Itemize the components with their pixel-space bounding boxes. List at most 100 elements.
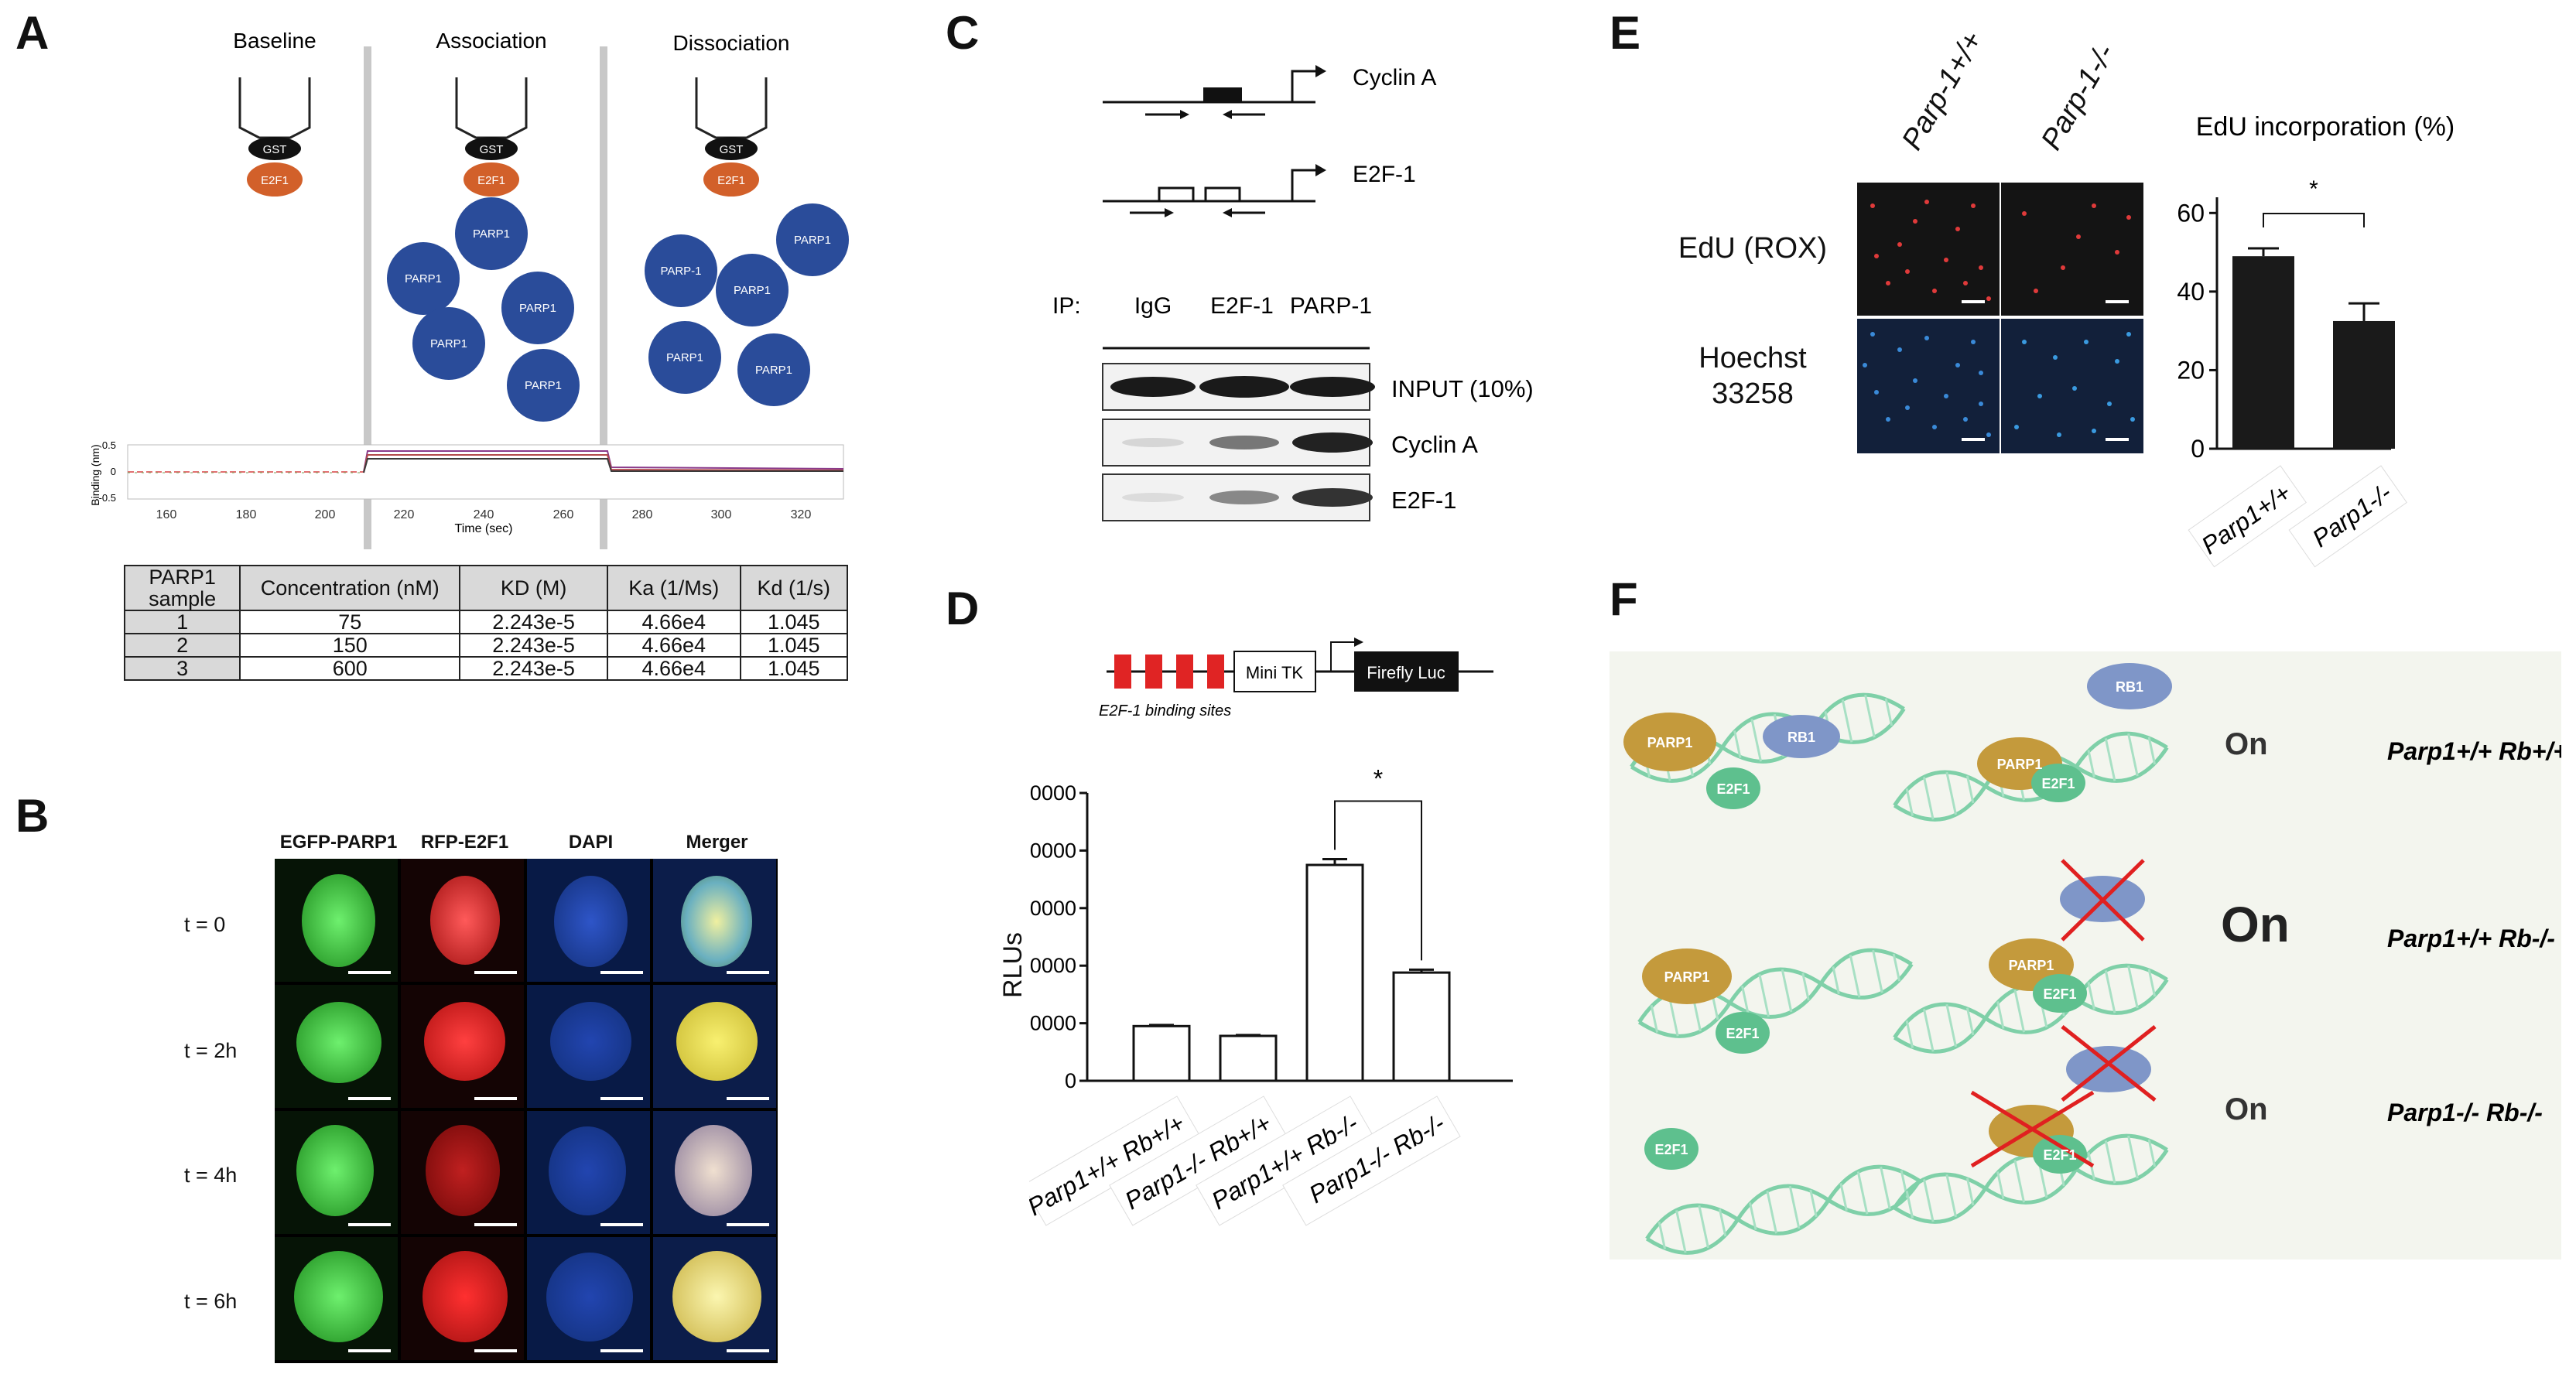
svg-text:On: On	[2221, 897, 2290, 952]
svg-text:Cyclin A: Cyclin A	[1391, 431, 1478, 458]
svg-text:PARP1: PARP1	[2009, 958, 2054, 973]
microscopy-grid	[275, 859, 778, 1363]
svg-text:PARP1: PARP1	[1647, 735, 1693, 750]
table-cell: 1	[123, 610, 241, 634]
panel-label-c: C	[946, 7, 980, 59]
table-cell: 1.045	[739, 633, 849, 658]
col-merger: Merger	[686, 832, 748, 853]
bar	[1392, 971, 1451, 1082]
svg-text:RB1: RB1	[2116, 679, 2143, 695]
svg-text:E2F1: E2F1	[2043, 1147, 2076, 1163]
svg-text:PARP1: PARP1	[1664, 969, 1710, 985]
svg-text:Cyclin A: Cyclin A	[1353, 65, 1436, 91]
svg-text:E2F-1 binding sites: E2F-1 binding sites	[1099, 702, 1231, 719]
svg-text:PARP1: PARP1	[734, 284, 771, 297]
th-kd: Kd (1/s)	[739, 565, 849, 611]
th-kd-m: KD (M)	[459, 565, 608, 611]
biosensor-baseline	[238, 77, 311, 139]
blot-cyclin-a	[1102, 419, 1373, 467]
svg-text:PARP1: PARP1	[525, 379, 562, 392]
bar	[2232, 256, 2294, 449]
model-diagram: PARP1 RB1 E2F1 PARP1 E2F1 E2F1 RB1 PARP1…	[1623, 663, 2561, 1260]
rlu-bar-chart: 0100000200000300000400000500000Parp1+/+ …	[1029, 765, 1513, 1226]
category-label: Parp1+/+	[2188, 465, 2307, 568]
row-t0: t = 0	[184, 913, 226, 936]
edu-bar-chart: EdU incorporation (%)0204060Parp1+/+Parp…	[2177, 112, 2455, 568]
svg-text:E2F1: E2F1	[2043, 986, 2076, 1002]
svg-text:E2F1: E2F1	[1716, 781, 1750, 797]
svg-text:PARP-1: PARP-1	[1290, 293, 1372, 319]
phase-dissociation: Dissociation	[673, 31, 790, 55]
svg-text:E2F1: E2F1	[1654, 1142, 1688, 1157]
category-label: Parp1-/-	[2288, 465, 2407, 568]
svg-text:-0.5: -0.5	[99, 492, 116, 504]
panel-label-f: F	[1610, 573, 1638, 625]
genotype-parp1-wt: Parp-1+/+	[1896, 26, 1989, 156]
category-label-box	[2288, 465, 2407, 568]
row-t4h: t = 4h	[184, 1164, 238, 1187]
biosensor-dissociation	[695, 77, 768, 139]
svg-text:On: On	[2225, 727, 2268, 761]
th-concentration: Concentration (nM)	[239, 565, 461, 611]
panel-label-e: E	[1610, 7, 1641, 59]
table-cell: 2.243e-5	[459, 610, 608, 634]
svg-text:260: 260	[553, 508, 574, 521]
svg-text:IP:: IP:	[1052, 293, 1081, 319]
table-cell: 4.66e4	[606, 633, 741, 658]
genotype-parp1-ko: Parp-1-/-	[2035, 39, 2122, 156]
blot-input	[1102, 363, 1375, 411]
y-tick-label: 0	[2191, 435, 2205, 463]
svg-text:200: 200	[315, 508, 336, 521]
significance-star: *	[1374, 765, 1383, 793]
y-tick-label: 400000	[1029, 839, 1076, 862]
row-t6h: t = 6h	[184, 1290, 238, 1313]
col-dapi: DAPI	[568, 832, 614, 853]
table-cell: 150	[239, 633, 461, 658]
svg-text:RB1: RB1	[1787, 730, 1815, 745]
row-label-edu: EdU (ROX)	[1678, 232, 1828, 265]
svg-text:On: On	[2225, 1092, 2268, 1126]
panel-d-construct: Mini TK Firefly Luc E2F-1 binding sites	[1099, 637, 1493, 719]
svg-text:PARP1: PARP1	[1997, 757, 2043, 772]
row-t2h: t = 2h	[184, 1039, 238, 1062]
svg-text:GST: GST	[480, 143, 504, 156]
kinetics-table: PARP1 sample Concentration (nM) KD (M) K…	[123, 565, 849, 681]
svg-text:280: 280	[632, 508, 653, 521]
blot-e2f-1	[1102, 473, 1373, 521]
table-row: 3 600 2.243e-5 4.66e4 1.045	[123, 656, 849, 681]
svg-text:PARP1: PARP1	[405, 272, 442, 285]
bar	[1305, 863, 1364, 1082]
table-row: 1 75 2.243e-5 4.66e4 1.045	[123, 610, 849, 634]
table-cell: 1.045	[739, 656, 849, 681]
svg-text:Firefly Luc: Firefly Luc	[1367, 663, 1445, 682]
svg-text:PARP1: PARP1	[794, 234, 831, 247]
svg-text:PARP1: PARP1	[755, 364, 792, 377]
significance-bracket	[1334, 800, 1422, 961]
svg-text:E2F1: E2F1	[2041, 776, 2075, 791]
svg-text:PARP1: PARP1	[473, 227, 510, 241]
table-cell: 2.243e-5	[459, 633, 608, 658]
biosensor-association	[455, 77, 528, 139]
sensorgram: Binding (nm) 0.5 0 -0.5 160 180 200 220 …	[89, 439, 844, 535]
y-tick-label: 100000	[1029, 1012, 1076, 1035]
panel-b-col-headers: EGFP-PARP1 RFP-E2F1 DAPI Merger	[275, 832, 778, 863]
table-cell: 75	[239, 610, 461, 634]
svg-text:E2F-1: E2F-1	[1353, 162, 1416, 187]
svg-text:E2F1: E2F1	[1726, 1026, 1759, 1041]
svg-text:180: 180	[236, 508, 257, 521]
table-cell: 1.045	[739, 610, 849, 634]
svg-text:0.5: 0.5	[102, 439, 116, 451]
svg-text:PARP-1: PARP-1	[660, 265, 701, 278]
svg-text:E2F1: E2F1	[261, 174, 289, 187]
svg-text:E2F1: E2F1	[717, 174, 745, 187]
svg-text:PARP1: PARP1	[666, 351, 703, 364]
svg-text:IgG: IgG	[1134, 293, 1172, 319]
table-row: 2 150 2.243e-5 4.66e4 1.045	[123, 633, 849, 658]
col-egfp-parp1: EGFP-PARP1	[279, 832, 398, 853]
svg-text:GST: GST	[720, 143, 744, 156]
svg-text:160: 160	[156, 508, 177, 521]
svg-text:240: 240	[474, 508, 494, 521]
significance-bracket	[2263, 213, 2365, 228]
svg-text:Binding (nm): Binding (nm)	[89, 444, 101, 505]
y-tick-label: 500000	[1029, 781, 1076, 805]
